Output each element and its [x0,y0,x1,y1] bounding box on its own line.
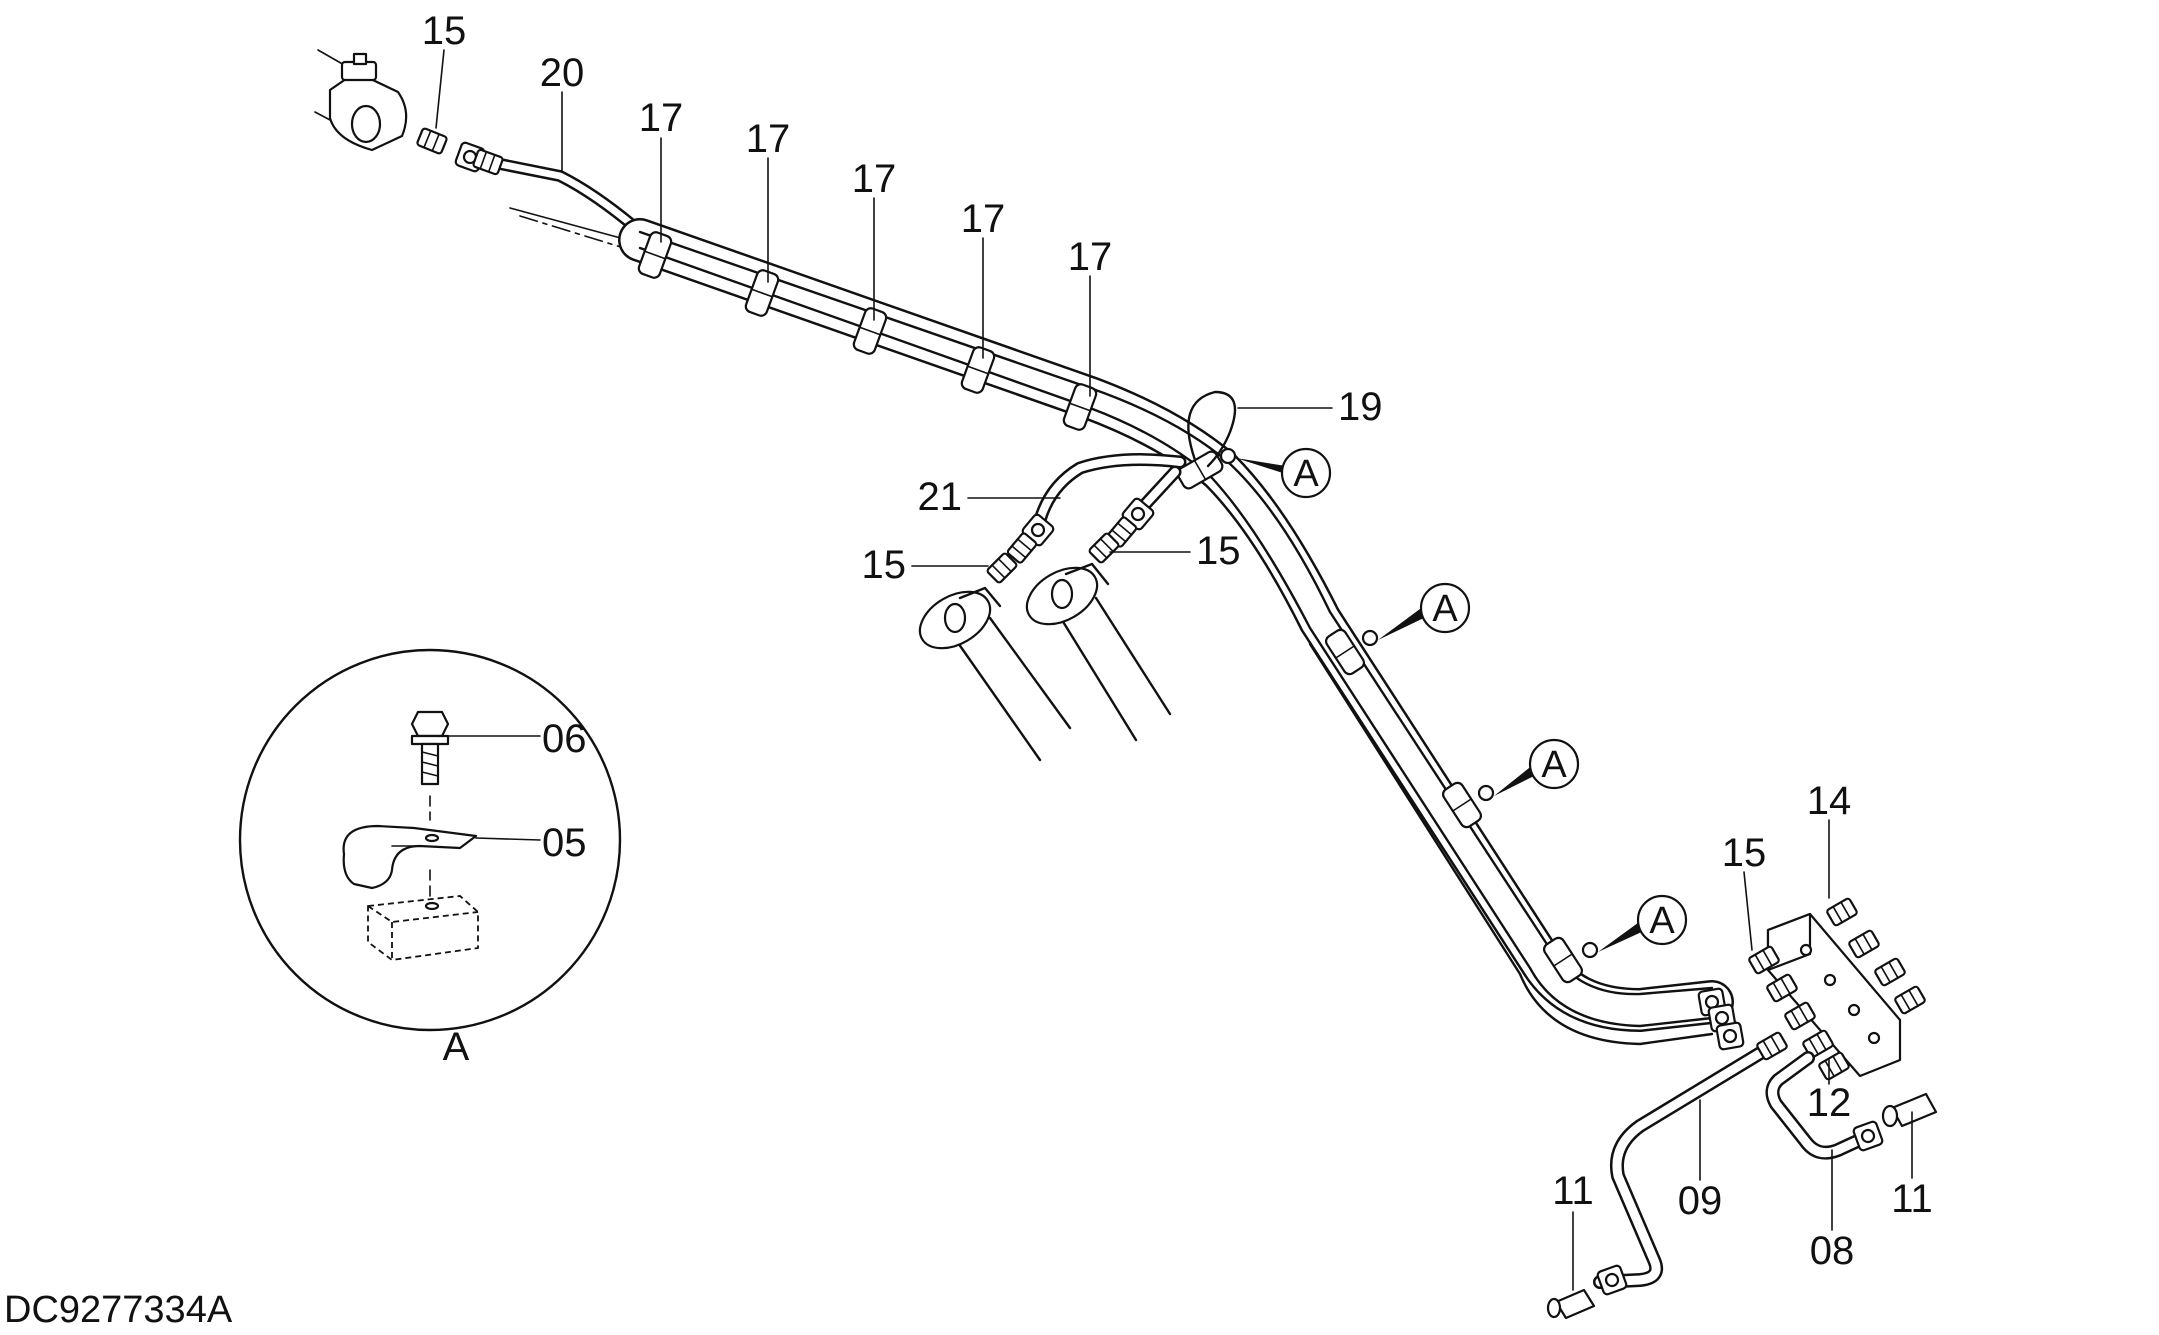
cap-11-right-end [1881,1104,1899,1128]
hose-end-3 [1714,1020,1746,1052]
callout-a-3: A [1541,744,1567,786]
elbow-11-left-end [1546,1297,1562,1319]
hose-21 [1033,453,1187,527]
drawing-code: DC9277334A [4,1289,233,1331]
part-labels: 15 20 17 17 17 17 17 19 21 15 15 06 05 1… [422,9,1933,1273]
pipe-09 [1593,1039,1779,1289]
fitting-14-a [1825,896,1859,928]
callout-a-2: A [1432,588,1458,630]
label-06: 06 [542,717,587,761]
elbow-11-left [1554,1288,1596,1320]
label-19: 19 [1338,385,1383,429]
cap-11-right [1890,1092,1938,1128]
label-17-c: 17 [852,157,897,201]
label-17-a: 17 [639,96,684,140]
callout-a-4: A [1649,900,1675,942]
bolt-a-4 [1581,941,1599,959]
hose-loop-19 [1187,390,1237,468]
fitting-14-d [1893,984,1927,1016]
label-15-top: 15 [422,9,467,53]
label-08: 08 [1810,1229,1855,1273]
label-14: 14 [1807,779,1852,823]
label-12: 12 [1807,1081,1852,1125]
leader-lines [435,49,1913,1291]
main-pipe-bundle [618,218,1734,1046]
callout-a-1: A [1293,453,1319,495]
clip-05 [342,824,478,890]
fitting-14-b [1847,928,1881,960]
pipe-08 [1765,1051,1871,1160]
label-17-b: 17 [746,117,791,161]
label-11-left: 11 [1552,1169,1594,1213]
label-15-left: 15 [862,543,907,587]
label-09: 09 [1678,1179,1723,1223]
cylinder-rod-left [918,586,1072,762]
fitting-15-top [415,126,449,156]
bolt-06 [410,710,450,786]
bolt-a-3 [1477,784,1495,802]
cylinder-port-top [314,49,408,152]
callout-circle-3 [1528,738,1580,790]
label-11-right: 11 [1891,1177,1933,1221]
fitting-14-c [1873,956,1907,988]
bolt-a-1 [1219,447,1237,465]
label-17-d: 17 [961,197,1006,241]
callout-pointers [1236,447,1688,952]
cylinder-rod-right [1025,562,1172,742]
label-17-e: 17 [1068,235,1113,279]
callout-circle-2 [1419,582,1471,634]
detail-view-label: A [443,1025,470,1069]
label-20: 20 [540,51,585,95]
label-15-block: 15 [1722,831,1767,875]
detail-view-a [238,648,622,1032]
callout-letters: A A A A [1293,453,1675,942]
callout-circle-1 [1280,447,1332,499]
label-21: 21 [918,475,963,519]
nut-09-bottom [1595,1263,1629,1297]
callout-circle-4 [1636,894,1688,946]
label-05: 05 [542,821,587,865]
mounting-base [367,895,479,961]
bolt-a-2 [1361,629,1379,647]
manifold-block [1766,912,1902,1078]
label-15-mid: 15 [1196,529,1241,573]
